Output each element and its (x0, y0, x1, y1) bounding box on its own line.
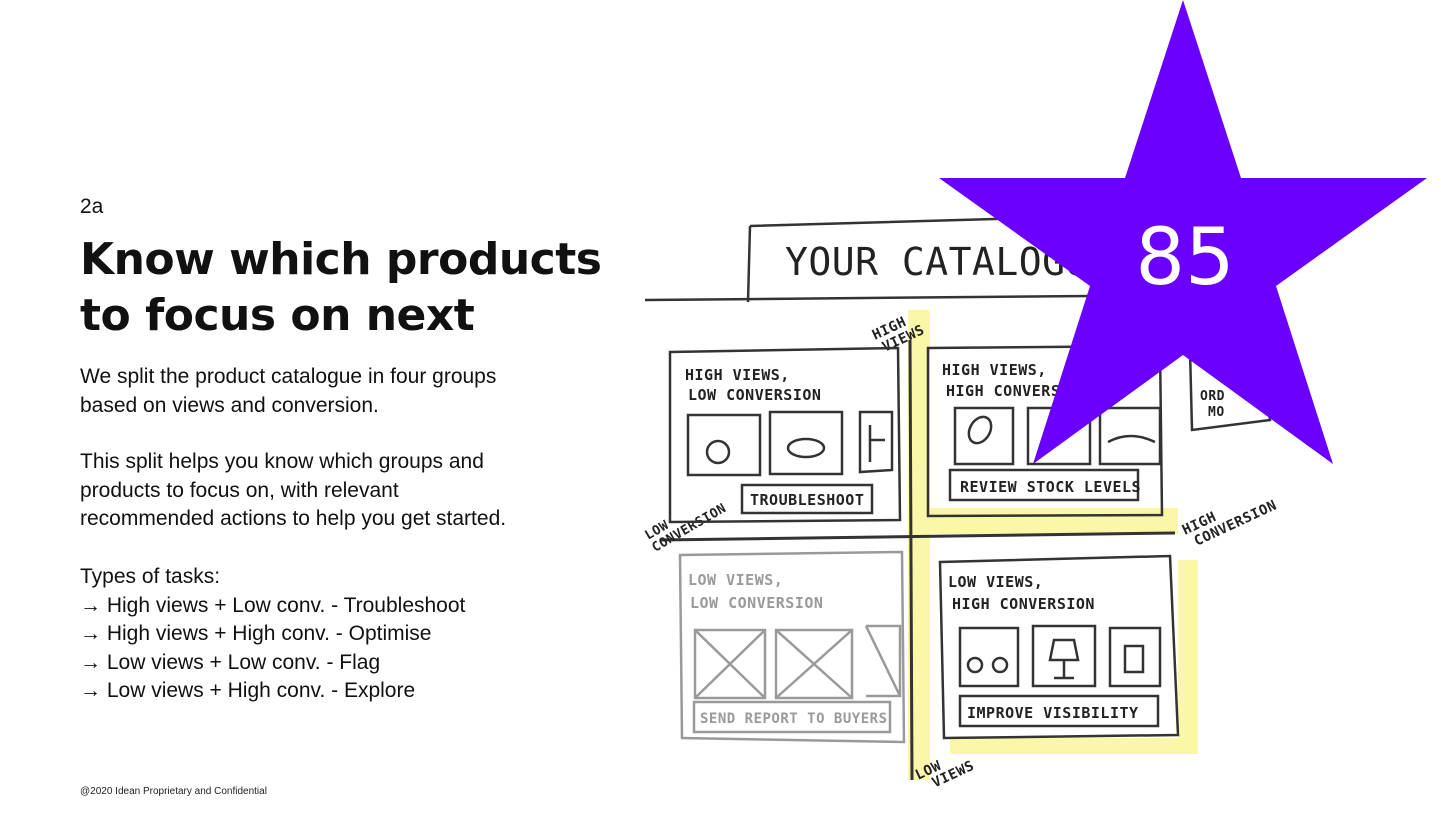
action-label: REVIEW STOCK LEVELS (960, 478, 1141, 496)
task-item: → High views + High conv. - Optimise (80, 620, 610, 649)
task-item: → Low views + High conv. - Explore (80, 677, 610, 706)
task-item: → High views + Low conv. - Troubleshoot (80, 592, 610, 621)
paragraph-line: based on views and conversion. (80, 392, 610, 421)
action-label: SEND REPORT TO BUYERS (700, 711, 888, 727)
task-types-list: Types of tasks: → High views + Low conv.… (80, 563, 610, 706)
axis-label-high-conversion: HIGH CONVERSION (1180, 484, 1279, 552)
task-types-heading: Types of tasks: (80, 563, 610, 592)
product-card (770, 412, 842, 474)
task-item: → Low views + Low conv. - Flag (80, 649, 610, 678)
title-line: Know which products (80, 232, 600, 288)
paragraph-line: This split helps you know which groups a… (80, 448, 610, 477)
product-card (688, 415, 760, 475)
quadrant-label: LOW VIEWS, (948, 573, 1043, 591)
highlight-bottom-edge (950, 738, 1198, 754)
section-number: 2a (80, 193, 103, 221)
quadrant-label: LOW CONVERSION (688, 386, 821, 404)
quadrant-low-views-low-conversion: LOW VIEWS, LOW CONVERSION SEND REPORT TO… (680, 552, 904, 742)
product-card-partial (860, 412, 892, 472)
quadrant-low-views-high-conversion: LOW VIEWS, HIGH CONVERSION IMPROVE VISIB… (940, 556, 1178, 738)
quadrant-label: LOW CONVERSION (690, 594, 823, 612)
intro-paragraph: We split the product catalogue in four g… (80, 363, 610, 420)
score-star-badge: 85 (930, 0, 1430, 470)
quadrant-label: HIGH VIEWS, (685, 366, 790, 384)
benefit-paragraph: This split helps you know which groups a… (80, 448, 610, 534)
action-label: IMPROVE VISIBILITY (967, 704, 1139, 722)
paragraph-line: products to focus on, with relevant (80, 477, 610, 506)
ring-icon (707, 441, 729, 463)
highlight-right-edge (1178, 560, 1198, 745)
slide-title: Know which products to focus on next (80, 232, 600, 344)
quadrant-label: HIGH CONVERSION (952, 595, 1095, 613)
chair-icon (870, 425, 885, 462)
product-card (960, 628, 1018, 686)
bowl-icon (788, 439, 824, 457)
phone-icon (1125, 646, 1143, 672)
title-line: to focus on next (80, 288, 600, 344)
bike-icon (993, 658, 1007, 672)
horizontal-highlight (908, 508, 1178, 534)
paragraph-line: recommended actions to help you get star… (80, 505, 610, 534)
vertical-axis (910, 340, 912, 780)
paragraph-line: We split the product catalogue in four g… (80, 363, 610, 392)
star-score-value: 85 (1135, 213, 1234, 303)
quadrant-high-views-low-conversion: HIGH VIEWS, LOW CONVERSION TROUBLESHOOT (670, 348, 900, 522)
lamp-icon (1050, 640, 1078, 678)
action-label: TROUBLESHOOT (750, 491, 864, 509)
bike-icon (968, 658, 982, 672)
quadrant-label: LOW VIEWS, (688, 571, 783, 589)
product-card (1110, 628, 1160, 686)
placeholder-cards (695, 626, 900, 698)
footer-copyright: @2020 Idean Proprietary and Confidential (80, 786, 267, 797)
